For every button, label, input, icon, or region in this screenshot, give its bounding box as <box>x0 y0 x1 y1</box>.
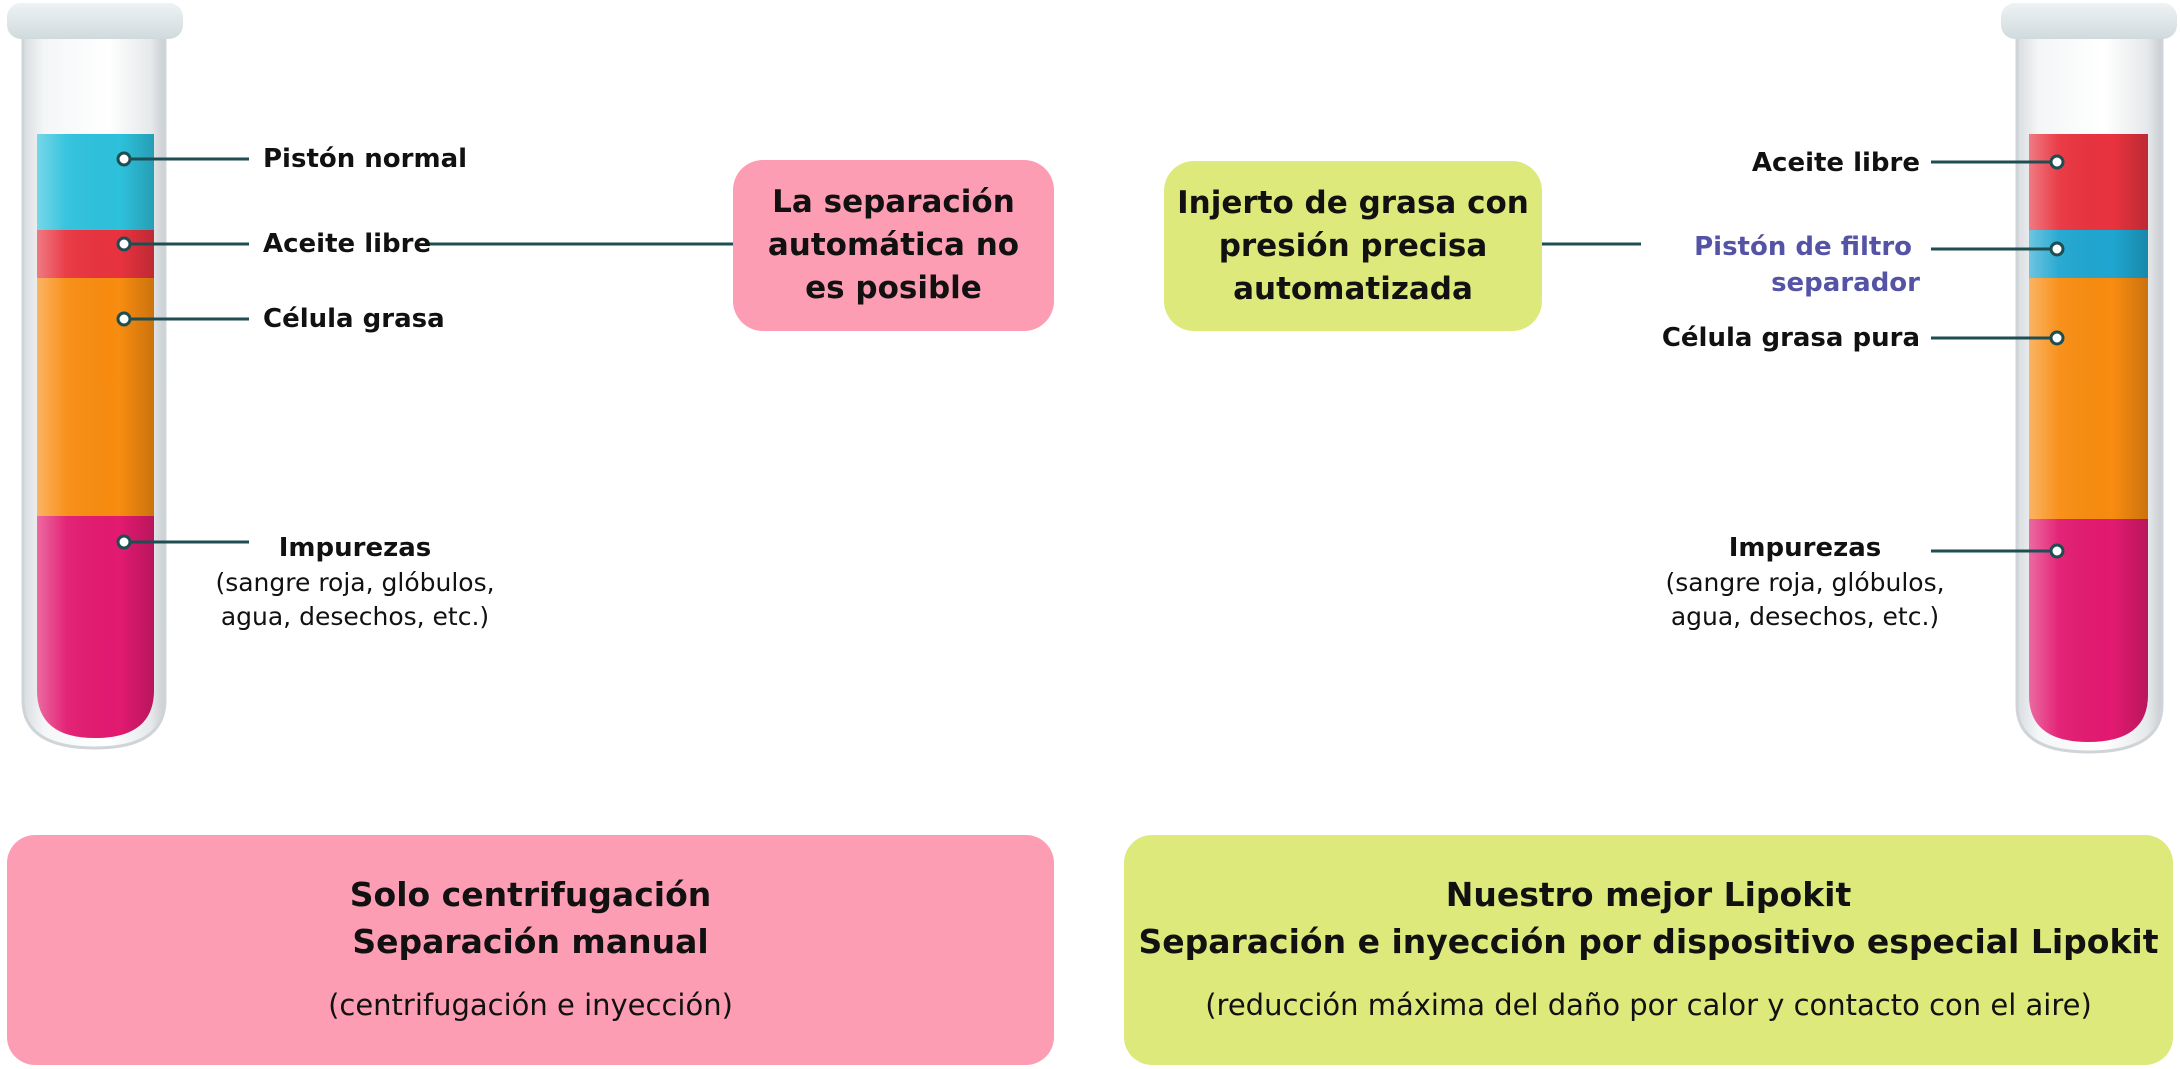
label-fat-cell-left: Célula grasa <box>263 304 445 334</box>
label-impurities-right: Impurezas <box>1728 533 1882 563</box>
label-impurities-left-detail-1: (sangre roja, glóbulos, <box>215 568 495 597</box>
dot-piston-normal <box>116 151 132 167</box>
label-free-oil-right: Aceite libre <box>1751 148 1920 178</box>
panel-lipokit: Nuestro mejor Lipokit Separación e inyec… <box>1124 835 2173 1065</box>
label-piston-normal: Pistón normal <box>263 144 468 174</box>
panel-left-note: (centrifugación e inyección) <box>328 988 733 1022</box>
dot-impurities-left <box>116 534 132 550</box>
panel-centrifugation-only: Solo centrifugación Separación manual (c… <box>7 835 1054 1065</box>
right-tube-cap <box>2001 3 2177 39</box>
panel-left-subtitle: Separación manual <box>352 922 709 961</box>
dot-free-oil-right <box>2049 154 2065 170</box>
callout-no-automatic-separation: La separación automática no es posible <box>733 160 1054 331</box>
label-free-oil-left: Aceite libre <box>263 229 432 259</box>
dot-filter-piston <box>2049 241 2065 257</box>
panel-left-title: Solo centrifugación <box>349 875 712 914</box>
label-filter-piston-1: Pistón de filtro <box>1694 232 1912 262</box>
left-tube-cap <box>7 3 183 39</box>
panel-right-title: Nuestro mejor Lipokit <box>1445 875 1852 914</box>
label-impurities-right-detail-1: (sangre roja, glóbulos, <box>1665 568 1945 597</box>
label-impurities-left: Impurezas <box>278 533 432 563</box>
dot-fat-cell-left <box>116 311 132 327</box>
label-impurities-left-detail-2: agua, desechos, etc.) <box>220 602 490 631</box>
label-impurities-right-detail-2: agua, desechos, etc.) <box>1670 602 1940 631</box>
dot-impurities-right <box>2049 543 2065 559</box>
label-pure-fat-cell: Célula grasa pura <box>1661 323 1920 353</box>
right-test-tube <box>2001 3 2177 754</box>
left-test-tube <box>7 3 183 750</box>
label-filter-piston-2: separador <box>1771 268 1920 298</box>
panel-right-note: (reducción máxima del daño por calor y c… <box>1205 988 2092 1022</box>
dot-fat-cell-right <box>2049 330 2065 346</box>
dot-free-oil-left <box>116 236 132 252</box>
panel-right-subtitle: Separación e inyección por dispositivo e… <box>1138 922 2159 961</box>
callout-precise-pressure-grafting: Injerto de grasa con presión precisa aut… <box>1164 161 1542 331</box>
